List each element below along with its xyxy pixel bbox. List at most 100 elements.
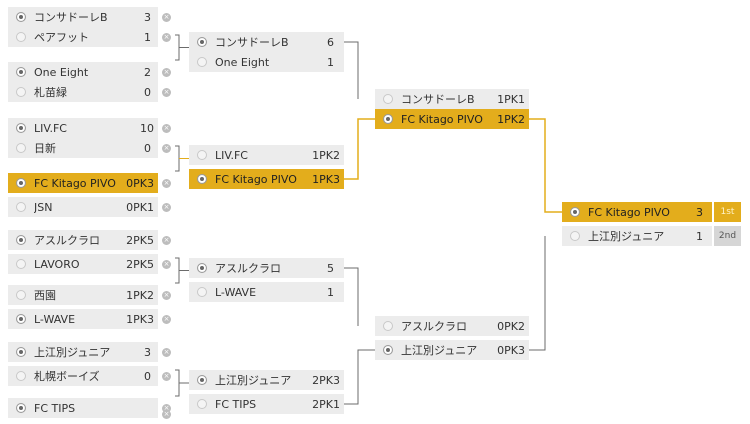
round1-team-row[interactable]: LIV.FC 10 — [8, 118, 158, 138]
radio-button[interactable] — [16, 314, 26, 324]
team-score: 1 — [696, 229, 703, 243]
radio-button[interactable] — [16, 123, 26, 133]
team-score: 1PK1 — [497, 92, 525, 106]
team-score: 2PK5 — [126, 257, 154, 271]
radio-button[interactable] — [197, 57, 207, 67]
team-score: 2PK5 — [126, 233, 154, 247]
team-name: One Eight — [34, 65, 89, 79]
remove-icon[interactable]: × — [162, 404, 171, 413]
team-name: FC TIPS — [215, 397, 257, 411]
team-name: 上江別ジュニア — [588, 230, 665, 243]
radio-button[interactable] — [383, 345, 393, 355]
rank-badge: 1st — [714, 202, 741, 222]
radio-button[interactable] — [197, 263, 207, 273]
team-name: LAVORO — [34, 257, 80, 271]
radio-button[interactable] — [570, 231, 580, 241]
team-score: 0 — [144, 369, 151, 383]
remove-icon[interactable]: × — [162, 410, 171, 419]
team-score: 1PK2 — [126, 288, 154, 302]
team-score: 3 — [144, 10, 151, 24]
remove-icon[interactable]: × — [162, 348, 171, 357]
remove-icon[interactable]: × — [162, 260, 171, 269]
bracket-connector — [529, 236, 546, 351]
remove-icon[interactable]: × — [162, 88, 171, 97]
bracket-connector — [344, 349, 375, 405]
final-team-row[interactable]: 上江別ジュニア 1 — [562, 226, 712, 246]
round1-team-row[interactable]: FC TIPS — [8, 398, 158, 418]
radio-button[interactable] — [16, 259, 26, 269]
bracket-connector — [175, 34, 180, 61]
radio-button[interactable] — [383, 94, 393, 104]
radio-button[interactable] — [197, 399, 207, 409]
team-name: 上江別ジュニア — [401, 344, 478, 357]
radio-button[interactable] — [16, 403, 26, 413]
remove-icon[interactable]: × — [162, 291, 171, 300]
remove-icon[interactable]: × — [162, 203, 171, 212]
radio-button[interactable] — [16, 235, 26, 245]
radio-button[interactable] — [16, 290, 26, 300]
remove-icon[interactable]: × — [162, 33, 171, 42]
radio-button[interactable] — [197, 150, 207, 160]
remove-icon[interactable]: × — [162, 315, 171, 324]
radio-button[interactable] — [570, 207, 580, 217]
radio-button[interactable] — [197, 375, 207, 385]
radio-button[interactable] — [16, 67, 26, 77]
radio-button[interactable] — [16, 178, 26, 188]
remove-icon[interactable]: × — [162, 236, 171, 245]
radio-button[interactable] — [16, 87, 26, 97]
team-name: LIV.FC — [34, 121, 67, 135]
radio-button[interactable] — [16, 12, 26, 22]
radio-button[interactable] — [383, 321, 393, 331]
radio-button[interactable] — [16, 32, 26, 42]
remove-icon[interactable]: × — [162, 372, 171, 381]
radio-button[interactable] — [383, 114, 393, 124]
remove-icon[interactable]: × — [162, 68, 171, 77]
team-name: FC TIPS — [34, 401, 76, 415]
radio-button[interactable] — [16, 347, 26, 357]
radio-button[interactable] — [16, 371, 26, 381]
remove-icon[interactable]: × — [162, 13, 171, 22]
radio-button[interactable] — [16, 202, 26, 212]
radio-button[interactable] — [197, 174, 207, 184]
rank-badge: 2nd — [714, 226, 741, 246]
team-name: 西園 — [34, 289, 56, 302]
round1-team-row[interactable]: 西園 1PK2 — [8, 285, 158, 305]
team-score: 10 — [140, 121, 154, 135]
radio-button[interactable] — [197, 37, 207, 47]
team-name: コンサドーレB — [401, 93, 475, 106]
radio-button[interactable] — [197, 287, 207, 297]
round3-team-row[interactable]: コンサドーレB 1PK1 — [375, 89, 529, 109]
round1-team-row[interactable]: LAVORO 2PK5 — [8, 254, 158, 274]
remove-icon[interactable]: × — [162, 144, 171, 153]
remove-icon[interactable]: × — [162, 179, 171, 188]
radio-button[interactable] — [16, 143, 26, 153]
remove-icon[interactable]: × — [162, 124, 171, 133]
bracket-connector — [344, 118, 375, 180]
team-score: 3 — [696, 205, 703, 219]
team-score: 1PK3 — [126, 312, 154, 326]
team-score: 1PK2 — [497, 112, 525, 126]
